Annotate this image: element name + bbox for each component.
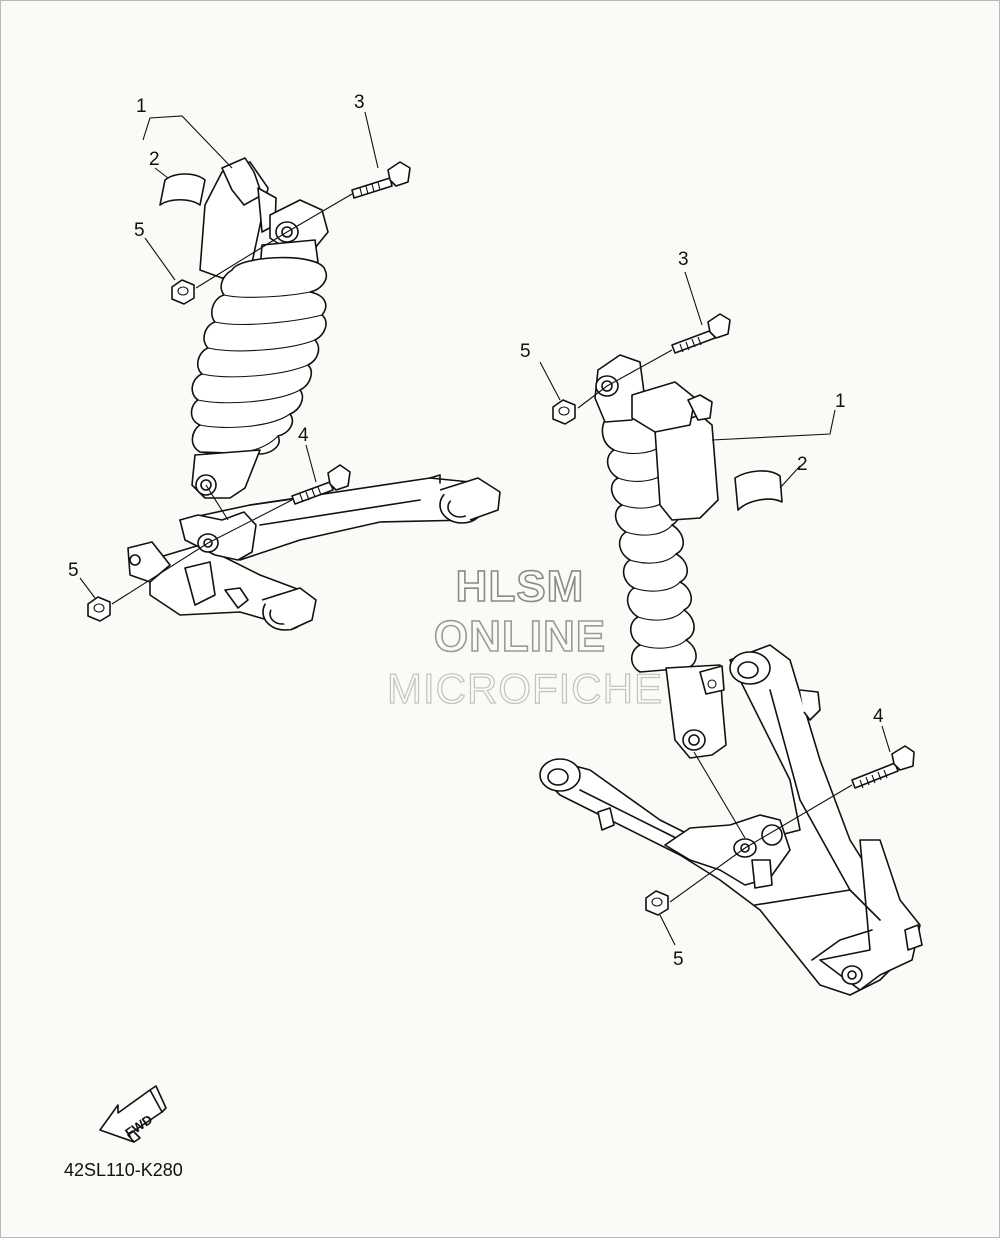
callout-left-5b: 5 bbox=[68, 560, 79, 581]
callout-left-5a: 5 bbox=[134, 220, 145, 241]
callout-left-2: 2 bbox=[149, 149, 160, 170]
left-nut-5-upper bbox=[171, 279, 195, 305]
right-nut-5-lower bbox=[645, 890, 669, 916]
left-bolt-3 bbox=[351, 161, 411, 199]
callout-right-2: 2 bbox=[797, 454, 808, 475]
left-nut-5-lower bbox=[87, 596, 111, 622]
callout-right-5a: 5 bbox=[520, 341, 531, 362]
left-bolt-4 bbox=[291, 464, 351, 505]
callout-right-4: 4 bbox=[873, 706, 884, 727]
left-swingarm bbox=[127, 474, 501, 631]
left-leader-lines bbox=[79, 111, 379, 605]
callout-left-1: 1 bbox=[136, 96, 147, 117]
right-bolt-3 bbox=[671, 313, 731, 354]
watermark-line-2: ONLINE bbox=[433, 611, 607, 662]
right-bolt-4 bbox=[851, 745, 915, 789]
fwd-arrow-icon: FWD bbox=[99, 1085, 167, 1143]
diagram-code: 42SL110-K280 bbox=[64, 1160, 183, 1180]
watermark-line-1: HLSM bbox=[455, 561, 585, 612]
watermark-line-3: MICROFICHE bbox=[386, 664, 663, 712]
callout-right-5b: 5 bbox=[673, 949, 684, 970]
callout-left-3: 3 bbox=[354, 92, 365, 113]
callout-left-4: 4 bbox=[298, 425, 309, 446]
right-nut-5-upper bbox=[552, 399, 576, 425]
callout-right-1: 1 bbox=[835, 391, 846, 412]
right-leader-lines bbox=[539, 271, 891, 946]
left-shock-absorber bbox=[159, 157, 329, 499]
callout-right-3: 3 bbox=[678, 249, 689, 270]
